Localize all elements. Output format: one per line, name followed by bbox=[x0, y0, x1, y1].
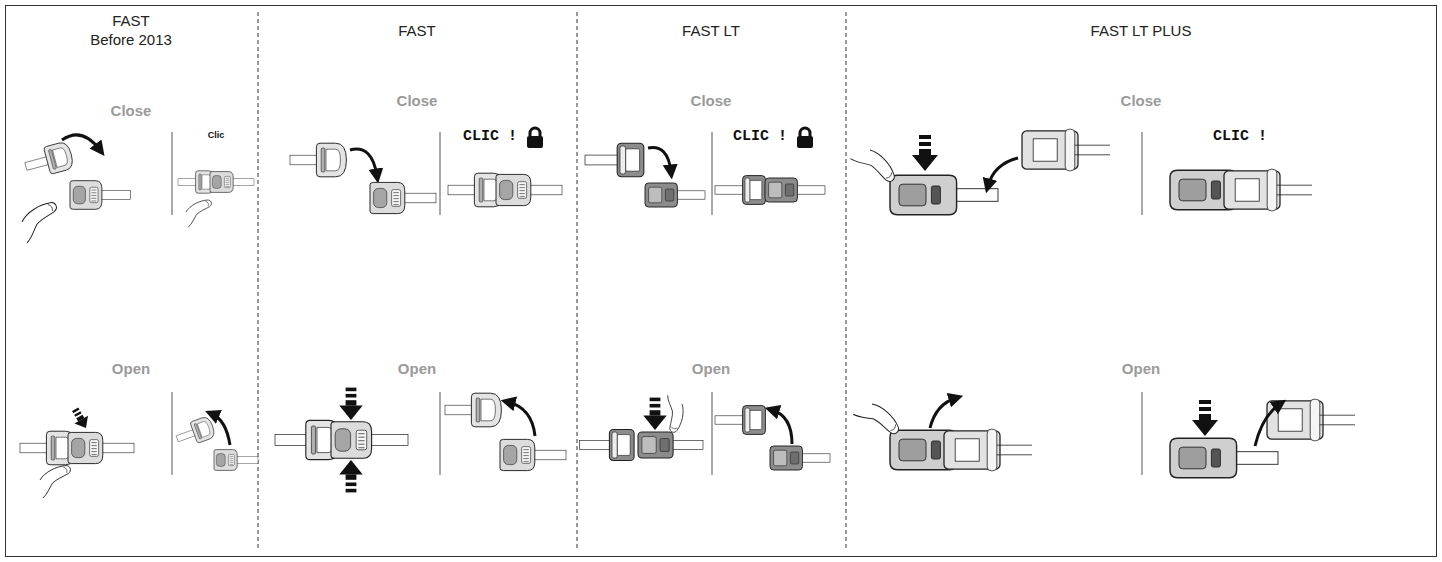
fast-lt-plus-open bbox=[944, 429, 1032, 471]
sound-label: CLIC ! bbox=[733, 128, 787, 145]
fast-old-open bbox=[212, 414, 230, 445]
fast-old-open bbox=[214, 450, 258, 471]
step-label: Close bbox=[691, 92, 732, 109]
fast-lt-plus-close bbox=[890, 175, 998, 215]
fast-lt-plus-close bbox=[988, 158, 1018, 186]
frame bbox=[6, 6, 1437, 557]
fast-lt-plus-open bbox=[853, 396, 901, 446]
step-separator bbox=[1141, 132, 1143, 215]
fast-lt-open bbox=[638, 432, 703, 458]
step-separator bbox=[711, 392, 713, 475]
step-label: Close bbox=[1121, 92, 1162, 109]
fast-lt-close bbox=[765, 178, 825, 202]
step-separator bbox=[171, 392, 173, 475]
fast-lt-plus-close bbox=[912, 135, 938, 171]
fast-lt-close bbox=[797, 128, 813, 148]
fast-close bbox=[370, 182, 436, 213]
fast-open bbox=[339, 388, 362, 420]
frame bbox=[6, 6, 1437, 557]
fast-old-close bbox=[62, 135, 100, 150]
fast-open bbox=[508, 402, 535, 436]
fast-close bbox=[290, 128, 562, 214]
fast-lt-plus-close bbox=[1224, 169, 1312, 211]
step-separator bbox=[172, 132, 1142, 475]
step-separator bbox=[439, 392, 441, 475]
fast-old-close bbox=[210, 172, 254, 193]
fast-old-close bbox=[15, 200, 65, 243]
fast-open bbox=[500, 439, 566, 470]
sound-label: CLIC ! bbox=[463, 128, 517, 145]
fast-lt-plus-open bbox=[1170, 438, 1278, 478]
fast-close bbox=[527, 128, 543, 148]
step-separator bbox=[711, 132, 713, 215]
fast-lt-open bbox=[580, 395, 831, 470]
fast-close bbox=[496, 174, 562, 205]
step-label: Open bbox=[692, 360, 730, 377]
fast-lt-plus-open bbox=[930, 398, 956, 428]
fast-lt-open bbox=[656, 395, 688, 434]
fast-lt-open bbox=[770, 446, 830, 470]
fast-lt-plus-open bbox=[853, 396, 1355, 477]
column-divider bbox=[577, 12, 578, 550]
step-label: Open bbox=[112, 360, 150, 377]
fast-old-open bbox=[35, 463, 77, 498]
fast-lt-open bbox=[643, 398, 666, 430]
column-divider bbox=[258, 12, 846, 550]
fast-old-open bbox=[173, 415, 216, 449]
fast-lt-open bbox=[772, 410, 792, 444]
column-heading: FAST bbox=[398, 22, 436, 39]
fast-lt-open bbox=[715, 406, 765, 435]
fast-lt-open bbox=[580, 429, 635, 460]
fast-lt-plus-close bbox=[850, 143, 897, 193]
fast-close bbox=[350, 149, 377, 176]
fast-open bbox=[331, 422, 408, 458]
fast-lt-close bbox=[585, 128, 825, 207]
step-label: Close bbox=[111, 102, 152, 119]
column-divider bbox=[258, 12, 259, 550]
fast-lt-plus-open bbox=[1192, 400, 1218, 436]
step-label: Close bbox=[397, 92, 438, 109]
column-heading: FAST LT bbox=[682, 22, 740, 39]
fast-lt-plus-close bbox=[1022, 129, 1110, 171]
fast-old-open bbox=[68, 432, 134, 463]
fast-lt-plus-open bbox=[1255, 404, 1280, 446]
column-heading: Before 2013 bbox=[90, 31, 172, 48]
step-separator bbox=[1141, 392, 1143, 475]
fast-lt-close bbox=[648, 148, 671, 173]
fast-old-open bbox=[68, 405, 92, 432]
step-label: Open bbox=[398, 360, 436, 377]
fast-close bbox=[290, 143, 346, 177]
fast-open bbox=[445, 393, 501, 427]
fast-open bbox=[275, 388, 566, 493]
column-divider bbox=[846, 12, 847, 550]
sound-label: Clic bbox=[208, 130, 225, 140]
fast-lt-close bbox=[645, 183, 705, 207]
step-label: Open bbox=[1122, 360, 1160, 377]
fast-old-open bbox=[20, 405, 258, 498]
step-separator bbox=[171, 132, 173, 215]
fast-old-close bbox=[181, 198, 216, 227]
fast-old-close bbox=[22, 141, 75, 180]
fast-old-close bbox=[15, 135, 254, 243]
fast-old-close bbox=[70, 181, 131, 210]
column-heading: FAST LT PLUS bbox=[1091, 22, 1192, 39]
fast-lt-close bbox=[715, 176, 765, 205]
fast-lt-close bbox=[585, 143, 644, 177]
column-heading: FAST bbox=[112, 12, 150, 29]
fast-open bbox=[339, 460, 362, 492]
step-separator bbox=[439, 132, 441, 215]
sound-label: CLIC ! bbox=[1213, 128, 1267, 145]
